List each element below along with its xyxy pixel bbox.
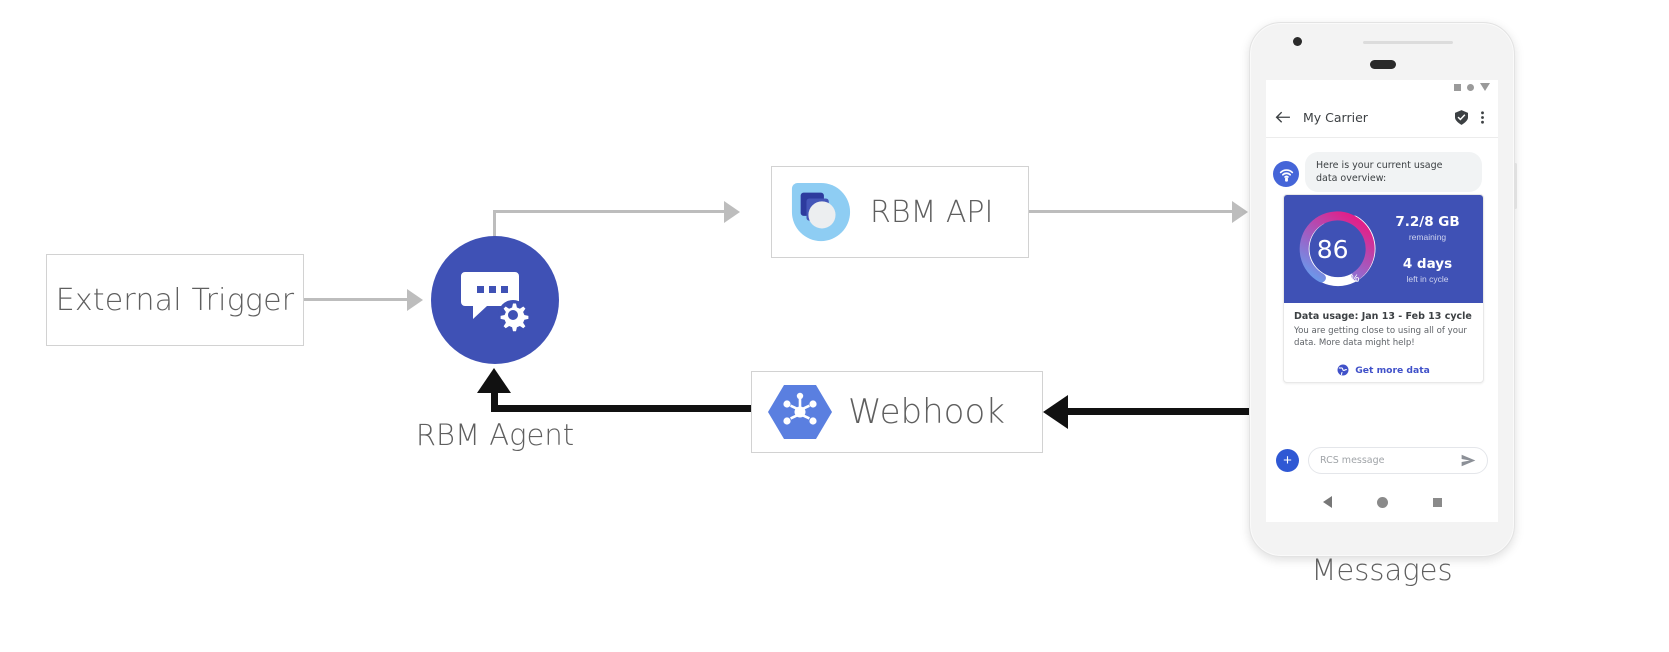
card-title: Data usage: Jan 13 - Feb 13 cycle: [1294, 311, 1472, 322]
external-trigger-label: External Trigger: [55, 282, 295, 318]
get-more-data-button[interactable]: Get more data: [1284, 355, 1483, 382]
back-arrow-icon[interactable]: [1275, 111, 1290, 124]
nav-home-icon[interactable]: [1376, 496, 1388, 508]
nav-back-icon[interactable]: [1322, 496, 1332, 508]
node-rbm-api[interactable]: RBM API: [771, 166, 1029, 258]
message-composer: + RCS message: [1266, 438, 1498, 482]
node-webhook[interactable]: Webhook: [751, 371, 1043, 453]
verified-shield-icon: [1455, 109, 1468, 125]
bubble-line-1: Here is your current usage: [1316, 160, 1443, 171]
rich-card[interactable]: 86 % 7.2/8 GB remaining 4 days left in c…: [1283, 194, 1484, 383]
gauge-percent-symbol: %: [1349, 273, 1360, 285]
plus-label: +: [1283, 451, 1292, 469]
node-external-trigger[interactable]: External Trigger: [46, 254, 304, 346]
top-speaker-icon: [1363, 41, 1453, 44]
rbm-api-label: RBM API: [870, 194, 994, 230]
globe-icon: [1337, 364, 1349, 376]
nav-recents-icon[interactable]: [1432, 497, 1442, 507]
android-nav-bar: [1266, 482, 1498, 522]
status-bar: [1454, 83, 1490, 91]
rcs-message-input[interactable]: RCS message: [1308, 446, 1488, 474]
wifi-icon: [1467, 83, 1474, 91]
bubble-line-2: data overview:: [1316, 173, 1387, 184]
rcs-message-placeholder: RCS message: [1320, 454, 1385, 466]
phone-device: My Carrier: [1249, 22, 1517, 557]
card-media: 86 % 7.2/8 GB remaining 4 days left in c…: [1284, 195, 1483, 303]
webhook-label: Webhook: [848, 392, 1005, 432]
gauge-percent-value: 86: [1316, 234, 1349, 264]
card-media-stats: 7.2/8 GB remaining 4 days left in cycle: [1378, 214, 1483, 285]
phone-caption: Messages: [1311, 553, 1453, 587]
node-rbm-agent[interactable]: [431, 236, 559, 364]
card-body: Data usage: Jan 13 - Feb 13 cycle You ar…: [1284, 303, 1483, 355]
signal-icon: [1454, 83, 1461, 91]
get-more-data-label: Get more data: [1355, 364, 1430, 376]
conversation-area: Here is your current usage data overview…: [1266, 138, 1498, 473]
phone-screen: My Carrier: [1266, 80, 1498, 522]
send-icon[interactable]: [1461, 454, 1476, 467]
attach-plus-button[interactable]: +: [1276, 448, 1299, 472]
conversation-title: My Carrier: [1303, 109, 1368, 125]
battery-icon: [1480, 83, 1490, 91]
rbm-api-icon: [791, 182, 851, 242]
rbm-agent-caption: RBM Agent: [415, 418, 575, 452]
gauge-percent: 86 %: [1298, 209, 1378, 289]
data-remaining-value: 7.2/8 GB: [1395, 213, 1460, 230]
data-remaining-label: remaining: [1408, 231, 1447, 242]
power-button[interactable]: [1514, 163, 1517, 209]
webhook-hexagon-icon: [768, 385, 832, 439]
carrier-wifi-avatar-icon: [1273, 161, 1299, 187]
app-bar: My Carrier: [1266, 97, 1498, 138]
days-left-label: left in cycle: [1406, 273, 1449, 284]
days-left-value: 4 days: [1402, 255, 1453, 272]
chat-bubble-gear-icon: [461, 272, 529, 332]
card-description: You are getting close to using all of yo…: [1294, 326, 1467, 348]
message-bubble: Here is your current usage data overview…: [1305, 152, 1482, 192]
earpiece-icon: [1370, 60, 1396, 69]
usage-gauge: 86 %: [1298, 209, 1378, 289]
more-vert-icon[interactable]: [1476, 110, 1489, 125]
front-camera-icon: [1293, 37, 1302, 46]
